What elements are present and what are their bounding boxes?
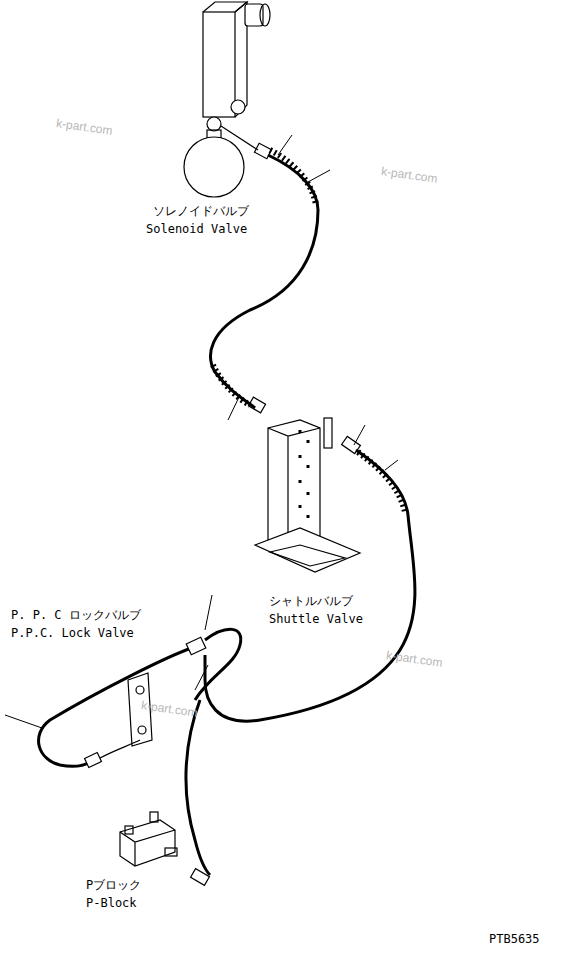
part-name: P-Block — [85, 896, 138, 910]
hose — [205, 436, 415, 721]
p-block — [120, 812, 177, 866]
ppc-lock-valve — [39, 629, 241, 767]
solenoid-valve — [184, 2, 270, 197]
hose — [186, 700, 210, 885]
watermark: k-part.com — [54, 116, 114, 138]
watermark: k-part.com — [379, 164, 439, 186]
drawing-number: PTB5635 — [488, 932, 541, 946]
part-name: シャトルバルブ — [268, 594, 354, 608]
part-name: P.P.C. Lock Valve — [10, 626, 135, 640]
part-name: Shuttle Valve — [268, 612, 364, 626]
shuttle-valve — [255, 418, 360, 572]
hose — [211, 143, 318, 413]
part-name: Pブロック — [85, 878, 142, 892]
part-name: ソレノイドバルブ — [152, 204, 250, 218]
part-name: Solenoid Valve — [145, 222, 248, 236]
watermark: k-part.com — [384, 648, 444, 670]
leader-line — [5, 135, 398, 728]
part-name: P. P. C ロックバルブ — [10, 608, 142, 622]
